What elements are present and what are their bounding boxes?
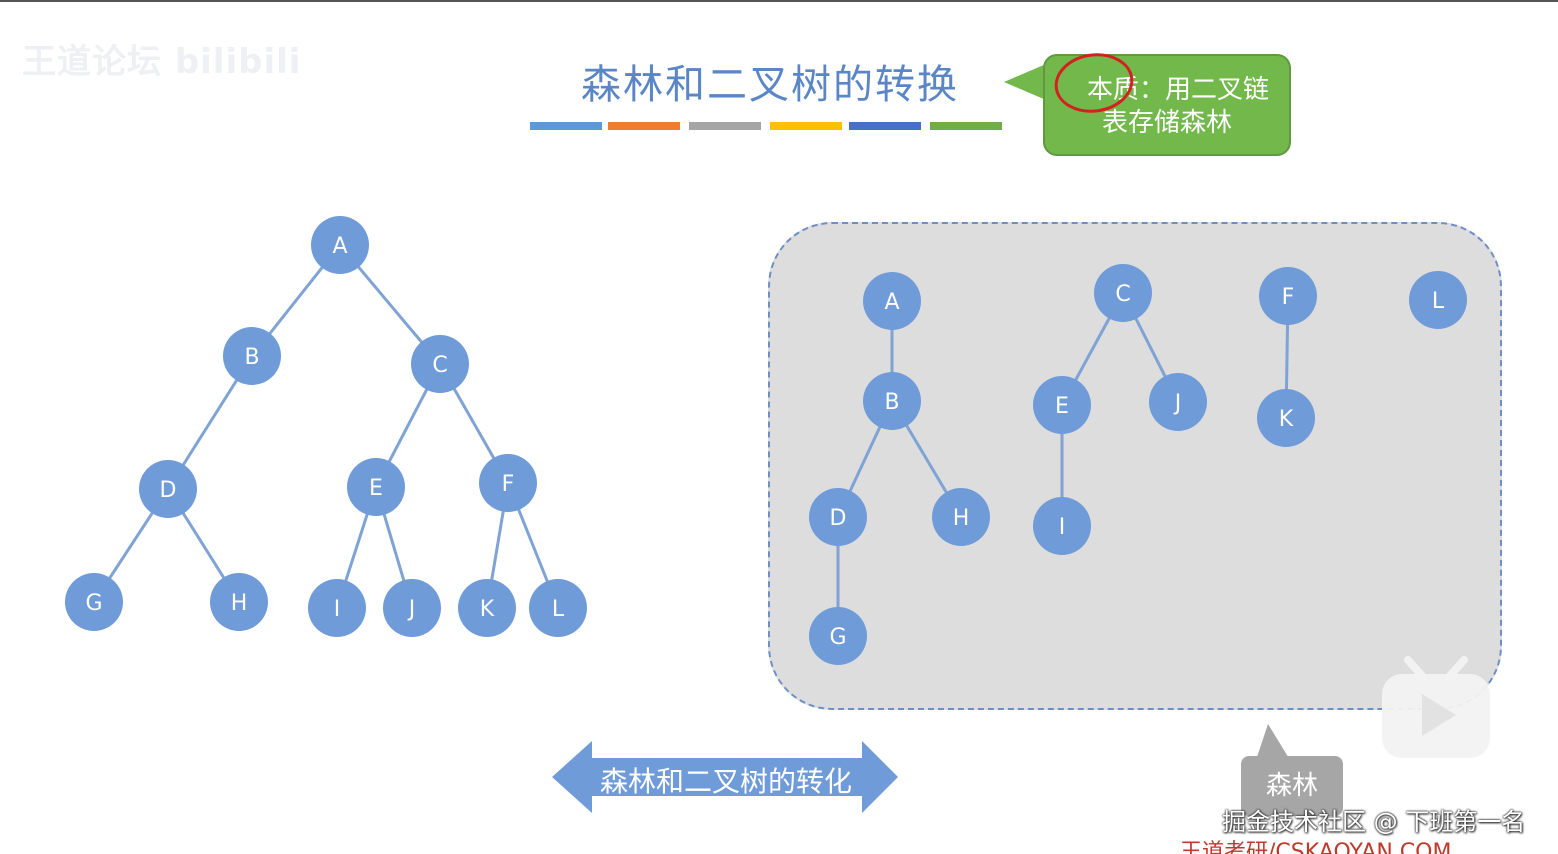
binary-tree-node-label: E [369, 476, 383, 501]
forest-tree-3-node-circle [1259, 267, 1317, 325]
binary-tree-node-label: A [332, 234, 347, 259]
forest-tree-2-node-circle [1094, 264, 1152, 322]
forest-tree-3-node-k: K [1257, 389, 1315, 447]
forest-tree-1-node-b: B [863, 372, 921, 430]
binary-tree-node-j: J [383, 579, 441, 637]
forest-tree-1-node-g: G [809, 607, 867, 665]
forest-tree-1-node-circle [809, 488, 867, 546]
binary-tree-node-circle [479, 454, 537, 512]
title-bar-segment [770, 122, 842, 130]
binary-tree-node-k: K [458, 579, 516, 637]
forest-tree-2-node-label: C [1115, 282, 1130, 307]
forest-tree-2-node-circle [1033, 376, 1091, 434]
forest-tree-2-node-e: E [1033, 376, 1091, 434]
binary-tree-node-label: I [334, 597, 341, 622]
forest-tree-4-node-l: L [1409, 271, 1467, 329]
forest-tree-1-node-a: A [863, 272, 921, 330]
binary-tree-node-circle [311, 216, 369, 274]
conversion-arrow-label: 森林和二叉树的转化 [599, 765, 852, 798]
forest-tree-1-node-h: H [932, 488, 990, 546]
binary-tree-node-circle [347, 458, 405, 516]
title-bar-segment [530, 122, 602, 130]
forest-tree-1-node-circle [809, 607, 867, 665]
binary-tree-node-l: L [529, 579, 587, 637]
binary-tree-node-h: H [210, 573, 268, 631]
binary-tree-node-label: F [502, 472, 515, 497]
binary-tree-node-label: C [432, 353, 447, 378]
binary-tree-node-d: D [139, 460, 197, 518]
binary-tree-node-label: K [480, 597, 495, 622]
forest-tree-1-node-circle [863, 372, 921, 430]
forest-tree-1-node-circle [932, 488, 990, 546]
forest-tree-1-node-label: A [884, 290, 899, 315]
forest-tree-2-node-j: J [1149, 373, 1207, 431]
juejin-watermark: 掘金技术社区 @ 下班第一名 [1222, 808, 1526, 836]
binary-tree-node-g: G [65, 573, 123, 631]
forest-tree-2-node-label: E [1055, 394, 1069, 419]
binary-tree-node-circle [383, 579, 441, 637]
forest-tree-1-node-label: G [829, 625, 846, 650]
binary-tree-node-circle [458, 579, 516, 637]
forest-tree-2-node-label: I [1059, 515, 1066, 540]
slide-title: 森林和二叉树的转换 [581, 62, 959, 108]
binary-tree-node-circle [139, 460, 197, 518]
binary-tree-node-i: I [308, 579, 366, 637]
binary-tree-node-label: H [231, 591, 248, 616]
binary-tree-node-circle [65, 573, 123, 631]
binary-tree-node-circle [308, 579, 366, 637]
binary-tree-node-label: G [85, 591, 102, 616]
binary-tree-node-label: B [244, 345, 259, 370]
site-url: 王道考研/CSKAOYAN.COM [1180, 840, 1452, 854]
title-bar-segment [849, 122, 921, 130]
binary-tree-node-e: E [347, 458, 405, 516]
binary-tree-node-b: B [223, 327, 281, 385]
forest-tree-1-node-d: D [809, 488, 867, 546]
forest-tree-2-node-i: I [1033, 497, 1091, 555]
forest-tree-4-node-label: L [1432, 289, 1445, 314]
forest-label-pointer [1256, 724, 1290, 760]
forest-tree-3-node-label: K [1279, 407, 1294, 432]
forest-tree-1-node-circle [863, 272, 921, 330]
bilibili-watermark: 王道论坛 bilibili [22, 42, 302, 82]
binary-tree-node-circle [223, 327, 281, 385]
binary-tree-node-label: D [160, 478, 177, 503]
title-bar-segment [689, 122, 761, 130]
binary-tree-node-label: J [407, 597, 416, 622]
binary-tree-node-f: F [479, 454, 537, 512]
callout-pointer [1004, 64, 1046, 100]
callout-line-1: 本质：用二叉链 [1086, 75, 1269, 105]
forest-label: 森林 [1241, 756, 1343, 816]
forest-tree-3-node-circle [1257, 389, 1315, 447]
forest-tree-2-node-circle [1149, 373, 1207, 431]
title-bar-segment [930, 122, 1002, 130]
top-border [0, 0, 1558, 2]
forest-tree-2-node-c: C [1094, 264, 1152, 322]
forest-tree-3-node-f: F [1259, 267, 1317, 325]
forest-tree-1-node-label: D [830, 506, 847, 531]
binary-tree-node-circle [411, 335, 469, 393]
forest-tree-1-node-label: H [953, 506, 970, 531]
binary-tree-node-circle [210, 573, 268, 631]
forest-tree-1-node-label: B [884, 390, 899, 415]
callout-line-2: 表存储森林 [1101, 108, 1232, 138]
double-arrow [552, 741, 898, 813]
essence-callout: 本质：用二叉链 表存储森林 [1043, 54, 1291, 156]
binary-tree-node-a: A [311, 216, 369, 274]
binary-tree-node-label: L [552, 597, 565, 622]
forest-tree-2-node-label: J [1173, 391, 1182, 416]
red-highlight-circle [1054, 53, 1134, 113]
title-bar-segment [608, 122, 680, 130]
binary-tree-node-circle [529, 579, 587, 637]
forest-tree-2-node-circle [1033, 497, 1091, 555]
forest-tree-4-node-circle [1409, 271, 1467, 329]
bilibili-tv-icon[interactable] [1380, 652, 1492, 762]
binary-tree-node-c: C [411, 335, 469, 393]
forest-tree-3-node-label: F [1282, 285, 1295, 310]
